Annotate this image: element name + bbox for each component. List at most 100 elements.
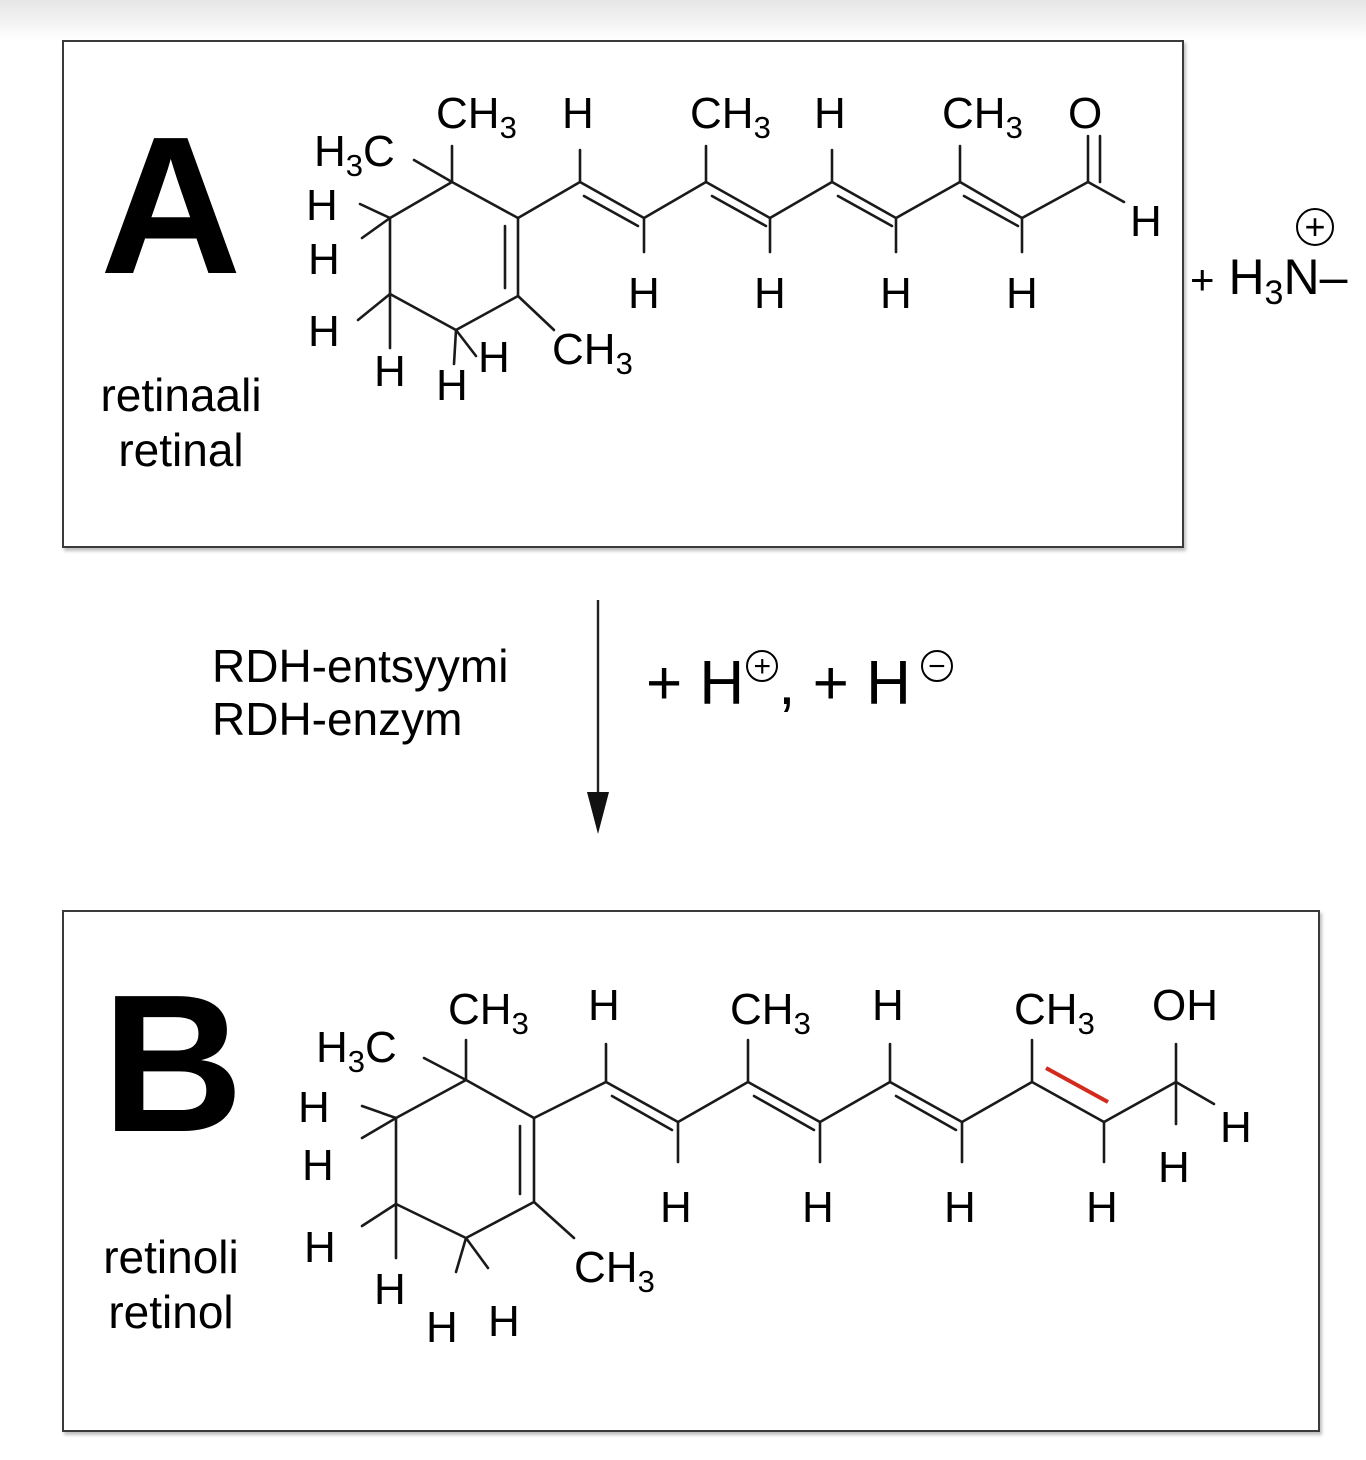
bond	[1086, 180, 1126, 204]
enzyme-label-finnish: RDH-entsyymi	[212, 640, 509, 692]
panel-a-letter: A	[100, 96, 242, 315]
h-label: H	[872, 981, 904, 1030]
bond	[360, 1104, 398, 1120]
top-gradient-bar	[0, 0, 1366, 40]
aldehyde-h-label: H	[1130, 197, 1162, 246]
retinol-caption-swedish: retinol	[108, 1286, 234, 1339]
proton-label: + H	[646, 649, 745, 718]
bond	[464, 1200, 536, 1240]
h-label: H	[754, 269, 786, 318]
bond	[752, 1094, 816, 1132]
h-label: H	[306, 181, 338, 230]
methyl-label: CH3	[1014, 985, 1095, 1041]
bond	[464, 1078, 536, 1120]
hydroxyl-label: OH	[1152, 981, 1218, 1030]
methyl-label: CH3	[690, 89, 771, 145]
positive-charge-icon: +	[746, 650, 779, 682]
bond	[394, 1202, 468, 1240]
negative-charge-icon: −	[920, 650, 953, 682]
bond	[454, 294, 520, 332]
bond	[388, 292, 458, 332]
bond	[388, 180, 454, 220]
h-label: H	[880, 269, 912, 318]
h-label: H	[660, 1183, 692, 1232]
bond	[962, 194, 1020, 228]
h-label: H	[588, 981, 620, 1030]
h-label: H	[308, 307, 340, 356]
aldehyde-oxygen-label: O	[1068, 89, 1102, 138]
retinal-caption-finnish: retinaali	[100, 369, 262, 421]
h-label: H	[302, 1141, 334, 1190]
methyl-label: CH3	[942, 89, 1023, 145]
h-label: H	[374, 347, 406, 396]
bond	[358, 202, 392, 220]
bond	[452, 328, 458, 366]
h-label: H	[1220, 1103, 1252, 1152]
h-label: H	[478, 333, 510, 382]
bond	[360, 1116, 398, 1140]
h-label: H	[1158, 1143, 1190, 1192]
ring-methyl-label: H3C	[314, 127, 395, 183]
highlighted-bond	[1045, 1066, 1109, 1104]
retinol-panel: B retinoli retinol	[62, 910, 1320, 1432]
bond	[582, 194, 640, 228]
h-label: H	[1006, 269, 1038, 318]
h-label: H	[562, 89, 594, 138]
ring-methyl-label: CH3	[574, 1243, 655, 1299]
bond	[836, 194, 894, 228]
polyene-chain	[532, 1080, 1034, 1124]
bond	[464, 1236, 490, 1270]
h-label: H	[814, 89, 846, 138]
added-ions: + H+, + H−	[646, 648, 953, 719]
bond	[360, 1202, 398, 1228]
methyl-label: CH3	[436, 89, 517, 145]
bond	[422, 1056, 468, 1082]
bond	[1102, 1080, 1178, 1124]
ring-methyl-label: CH3	[552, 325, 633, 381]
h-label: H	[488, 1297, 520, 1346]
enzyme-label-swedish: RDH-enzym	[212, 692, 463, 745]
h-label: H	[304, 1223, 336, 1272]
bond	[610, 1094, 674, 1132]
h-label: H	[628, 269, 660, 318]
retinal-structure: H3C CH3 H CH3 H CH3 O H H H H H H H CH3 …	[306, 89, 1162, 410]
hydride-label: , + H	[778, 649, 911, 718]
bond	[360, 216, 392, 240]
bond	[516, 294, 556, 332]
methyl-label: CH3	[448, 985, 529, 1041]
h-label: H	[436, 361, 468, 410]
h-label: H	[374, 1265, 406, 1314]
h-label: H	[944, 1183, 976, 1232]
retinal-caption: retinaali retinal	[76, 368, 286, 478]
side-reactant-charge: +	[1296, 208, 1334, 246]
h-label: H	[298, 1083, 330, 1132]
retinol-caption: retinoli retinol	[76, 1230, 266, 1340]
retinol-caption-finnish: retinoli	[103, 1231, 239, 1283]
reaction-arrow	[587, 600, 609, 834]
ring-methyl-label: H3C	[316, 1023, 397, 1079]
retinol-structure: H3C CH3 H CH3 H CH3 OH H H H H H H H H C…	[298, 981, 1252, 1352]
side-reactant-formula: H3N–	[1228, 249, 1348, 312]
bond	[356, 292, 392, 322]
h-label: H	[802, 1183, 834, 1232]
bond	[1030, 1080, 1106, 1124]
h-label: H	[308, 235, 340, 284]
bond	[532, 1200, 576, 1240]
side-reactant-plus: +	[1190, 256, 1215, 303]
methyl-label: CH3	[730, 985, 811, 1041]
h-label: H	[1086, 1183, 1118, 1232]
bond	[412, 158, 454, 184]
bond	[894, 1094, 958, 1132]
bond	[1174, 1080, 1216, 1106]
bond	[454, 1236, 468, 1274]
retinal-caption-swedish: retinal	[118, 424, 244, 477]
bond	[394, 1078, 468, 1120]
panel-b-letter: B	[102, 954, 244, 1173]
enzyme-label: RDH-entsyymi RDH-enzym	[212, 640, 508, 746]
retinal-panel: A retinaali retinal	[62, 40, 1184, 548]
bond	[454, 328, 478, 358]
side-reactant: + H3N–	[1190, 248, 1347, 313]
bond	[450, 180, 520, 220]
arrow-head	[587, 792, 609, 834]
polyene-chain	[516, 180, 1090, 220]
